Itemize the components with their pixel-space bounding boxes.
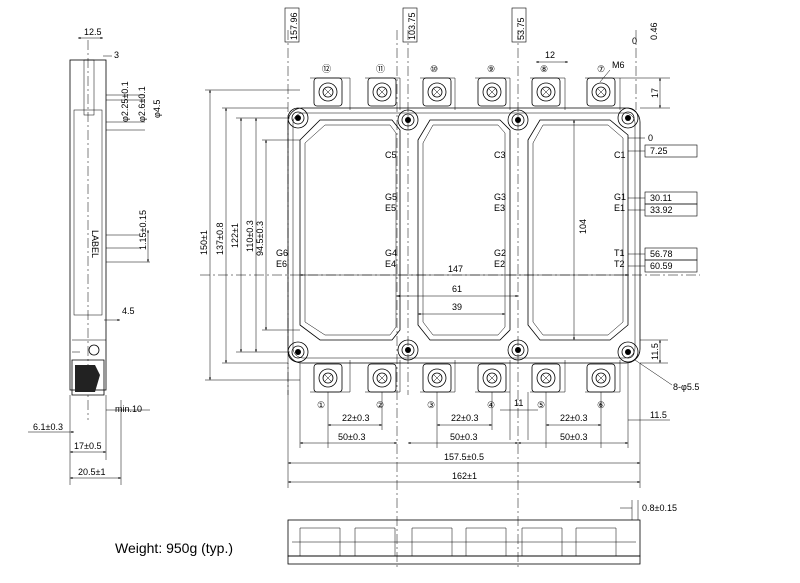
dim-61: 61 — [452, 284, 462, 294]
pin-t2: T2 — [614, 259, 625, 269]
terminal-10: ⑩ — [430, 64, 438, 74]
dim-phi2-6: φ2.6±0.1 — [137, 86, 147, 122]
weight-label: Weight: 950g (typ.) — [115, 540, 234, 556]
pin-g4: G4 — [385, 248, 397, 258]
pin-e3: E3 — [494, 203, 505, 213]
pin-g3: G3 — [494, 192, 506, 202]
dim-94-5: 94.5±0.3 — [255, 221, 265, 256]
dim-53-75: 53.75 — [516, 17, 526, 40]
dim-min10: min.10 — [115, 404, 142, 414]
baseplate-outline — [287, 107, 641, 364]
dim-11-5-bottom: 11.5 — [650, 410, 667, 420]
terminal-9: ⑨ — [487, 64, 495, 74]
dim-162: 162±1 — [452, 471, 477, 481]
pin-e6: E6 — [276, 259, 287, 269]
pin-t1: T1 — [614, 248, 625, 258]
dim-50-b: 50±0.3 — [450, 432, 477, 442]
terminal-3: ③ — [427, 400, 435, 410]
pin-c1: C1 — [614, 150, 626, 160]
dim-3: 3 — [114, 50, 119, 60]
side-view: LABEL 12.5 3 φ2.25±0.1 φ2.6±0.1 φ4.5 1.1… — [28, 27, 162, 485]
dim-22-a: 22±0.3 — [342, 413, 369, 423]
dim-12-5: 12.5 — [84, 27, 102, 37]
dim-50-a: 50±0.3 — [338, 432, 365, 442]
dim-104: 104 — [578, 219, 588, 234]
dim-0-8: 0.8±0.15 — [642, 503, 677, 513]
terminal-4: ④ — [487, 400, 495, 410]
dim-0-46: 0.46 — [649, 22, 659, 40]
pin-labels: C5 C3 C1 G5 E5 G3 E3 G1 E1 G6 E6 G4 E4 G… — [276, 150, 626, 269]
terminal-8: ⑧ — [540, 64, 548, 74]
dim-22-b: 22±0.3 — [451, 413, 478, 423]
terminal-1: ① — [317, 400, 325, 410]
terminal-12: ⑫ — [322, 64, 331, 74]
dim-right-0: 0 — [648, 133, 653, 143]
dim-12: 12 — [545, 50, 555, 60]
pin-e2: E2 — [494, 259, 505, 269]
dim-56-78: 56.78 — [650, 249, 673, 259]
dim-137: 137±0.8 — [215, 223, 225, 255]
dim-17-top: 17 — [650, 88, 660, 98]
dim-157-96: 157.96 — [289, 12, 299, 40]
dims-left: 150±1 137±0.8 122±1 110±0.3 94.5±0.3 — [199, 89, 300, 381]
pin-g5: G5 — [385, 192, 397, 202]
dim-top-0: 0 — [632, 36, 637, 46]
dim-4-5: 4.5 — [122, 306, 135, 316]
dim-7-25: 7.25 — [650, 146, 668, 156]
dim-110: 110±0.3 — [245, 220, 255, 252]
dims-right: 0 7.25 30.11 33.92 56.78 60.59 11.5 8-φ5… — [628, 133, 699, 421]
pin-c5: C5 — [385, 150, 397, 160]
dim-20-5: 20.5±1 — [78, 467, 105, 477]
terminal-numbers-top: ⑫ ⑪ ⑩ ⑨ ⑧ ⑦ — [322, 64, 605, 74]
dim-m6: M6 — [612, 60, 625, 70]
dim-150: 150±1 — [199, 230, 209, 255]
terminal-2: ② — [376, 400, 384, 410]
dim-50-c: 50±0.3 — [560, 432, 587, 442]
dim-39: 39 — [452, 302, 462, 312]
dim-122: 122±1 — [230, 223, 240, 248]
pin-g6: G6 — [276, 248, 288, 258]
top-view: 157.96 103.75 53.75 0 0.46 12 M6 17 ⑫ ⑪ … — [199, 7, 700, 570]
dim-147: 147 — [448, 264, 463, 274]
terminal-7: ⑦ — [597, 64, 605, 74]
pin-g2: G2 — [494, 248, 506, 258]
dims-center: 147 61 39 104 — [300, 120, 628, 340]
dim-60-59: 60.59 — [650, 261, 673, 271]
terminal-11: ⑪ — [376, 64, 385, 74]
pin-e5: E5 — [385, 203, 396, 213]
dim-103-75: 103.75 — [407, 12, 417, 40]
dim-phi2-25: φ2.25±0.1 — [120, 81, 130, 122]
dim-30-11: 30.11 — [650, 193, 672, 203]
front-view: 0.8±0.15 — [287, 500, 677, 565]
dim-22-c: 22±0.3 — [560, 413, 587, 423]
pin-e1: E1 — [614, 203, 625, 213]
pin-g1: G1 — [614, 192, 626, 202]
dim-hole-8-phi5-5: 8-φ5.5 — [673, 382, 699, 392]
dim-11-5-right: 11.5 — [650, 343, 660, 360]
dim-11: 11 — [514, 398, 523, 408]
dim-1-15: 1.15±0.15 — [138, 210, 148, 250]
pin-c3: C3 — [494, 150, 506, 160]
dim-157-5: 157.5±0.5 — [444, 452, 484, 462]
dim-phi4-5: φ4.5 — [152, 100, 162, 118]
terminal-5: ⑤ — [537, 400, 545, 410]
dim-6-1: 6.1±0.3 — [33, 422, 63, 432]
label-text: LABEL — [90, 230, 100, 258]
terminal-numbers-bottom: ① ② ③ ④ ⑤ ⑥ — [317, 400, 605, 410]
dim-33-92: 33.92 — [650, 205, 673, 215]
dims-bottom: 22±0.3 22±0.3 22±0.3 11 50±0.3 50±0.3 50… — [287, 363, 641, 488]
dim-17: 17±0.5 — [74, 441, 101, 451]
pin-e4: E4 — [385, 259, 396, 269]
